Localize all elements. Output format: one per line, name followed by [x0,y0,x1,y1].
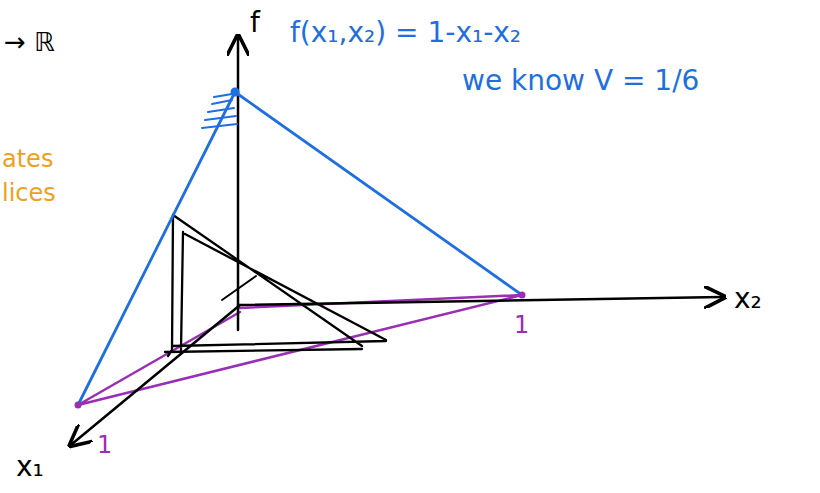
axis-label: x₁ [16,452,44,483]
intercept-dot [75,402,82,409]
f-axis [237,38,240,330]
axis-label: f [250,8,260,39]
x1-axis [72,305,240,444]
volume-note: we know V = 1/6 [462,66,699,97]
slice [165,215,386,356]
side-note: ates [2,146,53,172]
intercept-value: 1 [514,312,529,338]
function-signature: → ℝ [4,28,55,57]
surface-edge [78,92,522,405]
axis-tick [222,276,256,300]
apex-dot [231,88,240,97]
axis-label: x₂ [734,284,762,315]
side-note: lices [2,180,56,206]
intercept-dot [519,292,526,299]
hatching [202,94,237,128]
intercept-value: 1 [97,432,112,458]
function-formula: f(x₁,x₂) = 1-x₁-x₂ [290,18,521,49]
